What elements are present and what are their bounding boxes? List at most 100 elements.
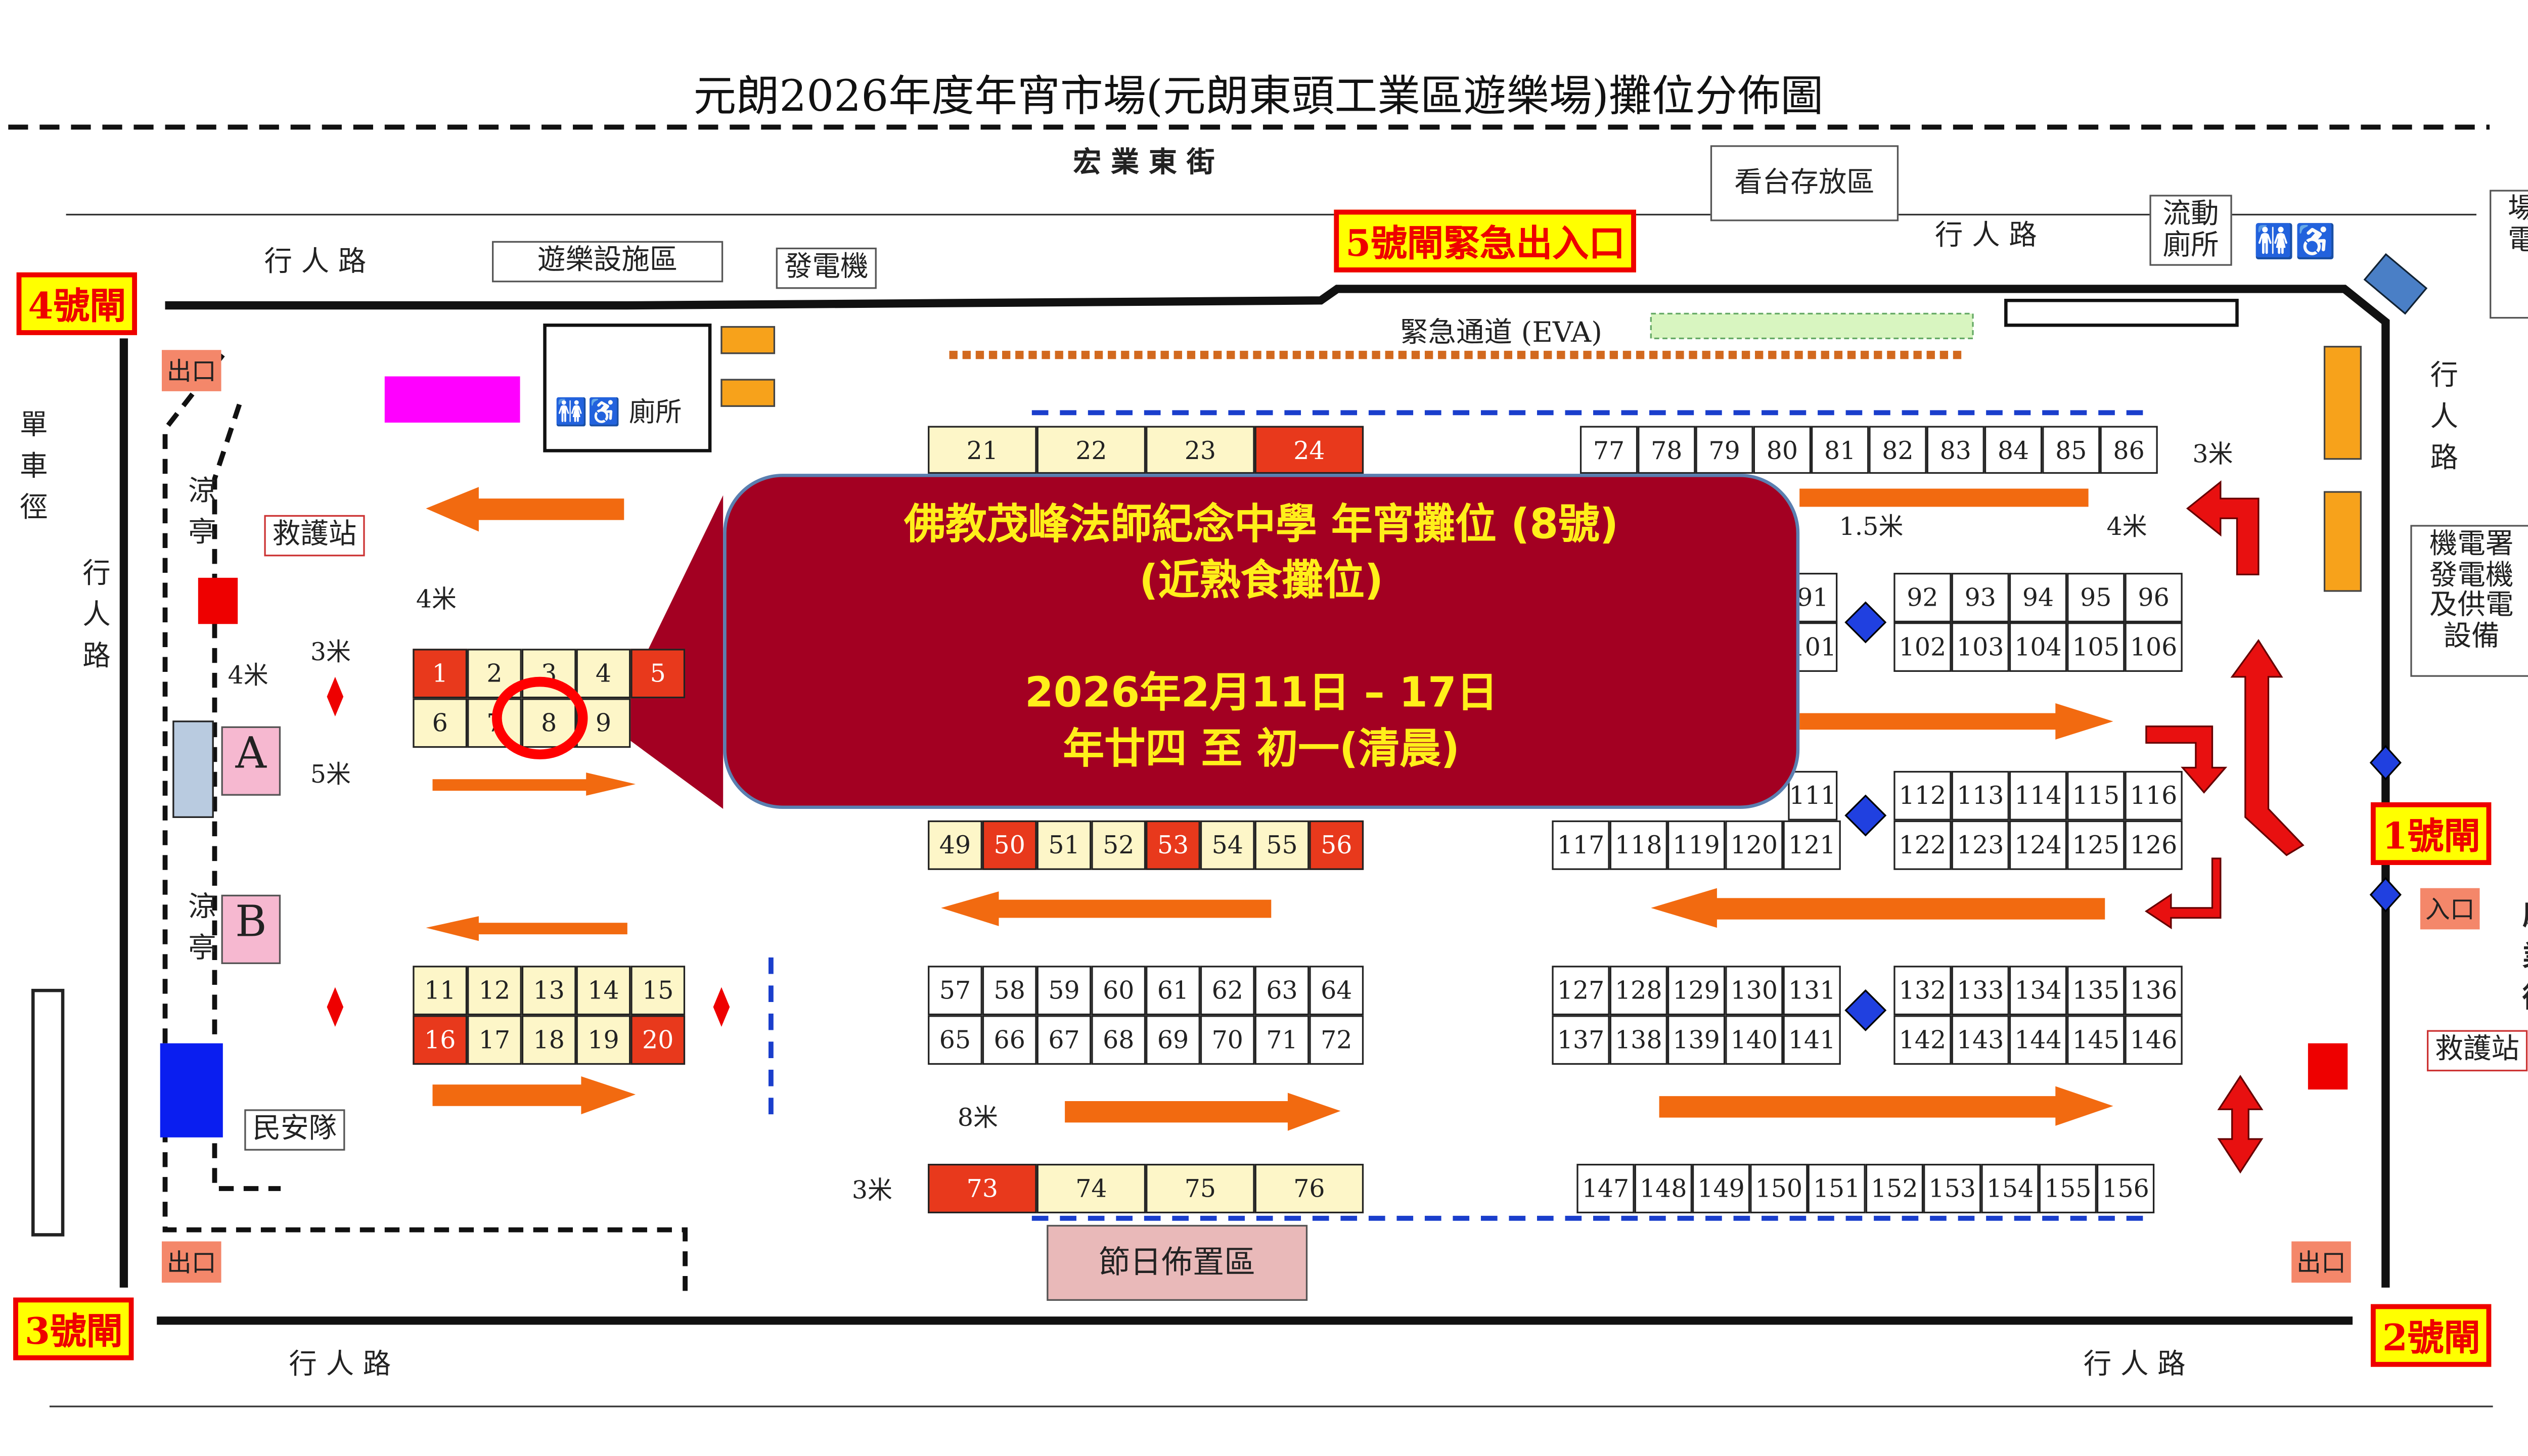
dim-4m-a: 4米 — [416, 584, 457, 614]
stall-16: 16 — [413, 1015, 468, 1065]
exit-bottom-right: 出口 — [2291, 1241, 2351, 1283]
stall-72: 72 — [1309, 1015, 1364, 1065]
stall-152: 152 — [1865, 1164, 1924, 1213]
stall-62: 62 — [1200, 966, 1255, 1016]
dim-8m: 8米 — [957, 1103, 999, 1132]
stall-126: 126 — [2125, 820, 2183, 870]
mobile-toilet-icon: 🚻♿ — [2253, 221, 2336, 261]
stall-135: 135 — [2067, 966, 2125, 1016]
stall-80: 80 — [1753, 426, 1812, 474]
stall-73: 73 — [928, 1164, 1037, 1213]
first-aid-label: 救護站 — [264, 515, 365, 556]
stall-84: 84 — [1984, 426, 2043, 474]
dim-3m-c: 3米 — [851, 1175, 893, 1205]
stall-120: 120 — [1725, 820, 1783, 870]
pedestrian-top-right: 行 人 路 — [1934, 219, 2037, 253]
pedestrian-left: 行人路 — [76, 558, 109, 682]
pavilion-b: B — [221, 894, 281, 964]
stall-70: 70 — [1200, 1015, 1255, 1065]
toilet-text: 廁所 — [628, 396, 682, 428]
pedestrian-right: 行人路 — [2423, 359, 2457, 484]
stall-13: 13 — [521, 966, 576, 1016]
stall-124: 124 — [2009, 820, 2067, 870]
cycle-track: 單車徑 — [13, 409, 47, 533]
map-title: 元朗2026年度年宵市場(元朗東頭工業區遊樂場)攤位分佈圖 — [693, 72, 1824, 122]
stall-4: 4 — [576, 649, 631, 699]
stall-75: 75 — [1146, 1164, 1255, 1213]
stall-56: 56 — [1309, 820, 1364, 870]
stall-83: 83 — [1926, 426, 1984, 474]
stall-106: 106 — [2125, 622, 2183, 672]
stall-145: 145 — [2067, 1015, 2125, 1065]
amusement-area — [384, 376, 520, 423]
stall-113: 113 — [1951, 770, 2009, 821]
stall-60: 60 — [1091, 966, 1146, 1016]
stall-131: 131 — [1783, 966, 1841, 1016]
dim-4m-b: 4米 — [228, 660, 268, 690]
grandstand-label: 看台存放區 — [1710, 145, 1899, 221]
stall-154: 154 — [1981, 1164, 2039, 1213]
stall-82: 82 — [1869, 426, 1927, 474]
stall-119: 119 — [1667, 820, 1726, 870]
exit-top-left: 出口 — [161, 350, 221, 391]
stall-50: 50 — [982, 820, 1037, 870]
stall-95: 95 — [2067, 573, 2125, 623]
pedestrian-bottom-left: 行 人 路 — [289, 1348, 391, 1382]
stall-139: 139 — [1667, 1015, 1726, 1065]
direction-arrows — [2144, 480, 2305, 1174]
stall-79: 79 — [1695, 426, 1753, 474]
stall-111: 111 — [1788, 770, 1838, 821]
dim-3m-b: 3米 — [2192, 439, 2233, 469]
stall-59: 59 — [1036, 966, 1092, 1016]
traffic-arrows — [426, 487, 2113, 1131]
civil-aid-label: 民安隊 — [244, 1109, 345, 1150]
stall-137: 137 — [1552, 1015, 1610, 1065]
stall-134: 134 — [2009, 966, 2067, 1016]
stall-146: 146 — [2125, 1015, 2183, 1065]
stall-69: 69 — [1146, 1015, 1200, 1065]
stall-22: 22 — [1036, 426, 1146, 474]
stall-76: 76 — [1254, 1164, 1364, 1213]
callout-note: (近熟食攤位) — [1139, 556, 1384, 605]
stall-21: 21 — [928, 426, 1037, 474]
pedestrian-top-left: 行 人 路 — [264, 246, 367, 279]
pedestrian-bottom-right: 行 人 路 — [2083, 1348, 2186, 1382]
stall-24: 24 — [1254, 426, 1364, 474]
stall-64: 64 — [1309, 966, 1364, 1016]
stall-20: 20 — [630, 1015, 686, 1065]
gate-4: 4號閘 — [16, 272, 138, 335]
stall-122: 122 — [1893, 820, 1952, 870]
stall-149: 149 — [1692, 1164, 1750, 1213]
emsd-label: 機電署發電機及供電設備 — [2410, 525, 2528, 677]
stall-155: 155 — [2039, 1164, 2097, 1213]
stall-148: 148 — [1634, 1164, 1692, 1213]
stall-96: 96 — [2125, 573, 2183, 623]
pavilion-label-2: 涼亭 — [182, 891, 215, 974]
street-right: 康業街 — [2516, 899, 2528, 1024]
stall-104: 104 — [2009, 622, 2067, 672]
generator-label: 發電機 — [776, 247, 877, 289]
stall-116: 116 — [2125, 770, 2183, 821]
gate-1: 1號閘 — [2370, 802, 2492, 866]
stall-143: 143 — [1951, 1015, 2009, 1065]
stall-61: 61 — [1146, 966, 1200, 1016]
toilet-label: 🚻♿ 廁所 — [555, 390, 682, 429]
stall-71: 71 — [1254, 1015, 1310, 1065]
stall-115: 115 — [2067, 770, 2125, 821]
stall-150: 150 — [1750, 1164, 1808, 1213]
stall-49: 49 — [928, 820, 982, 870]
stall-57: 57 — [928, 966, 982, 1016]
exit-bottom-left: 出口 — [161, 1241, 221, 1283]
pavilion-label-1: 涼亭 — [182, 475, 215, 558]
stall-67: 67 — [1036, 1015, 1092, 1065]
stall-6: 6 — [413, 698, 468, 748]
gate-5-emergency: 5號閘緊急出入口 — [1334, 209, 1637, 272]
stall-58: 58 — [982, 966, 1037, 1016]
toilet-icon: 🚻♿ — [555, 396, 621, 428]
callout-lunar: 年廿四 至 初一(清晨) — [1063, 724, 1460, 773]
stall-105: 105 — [2067, 622, 2125, 672]
stall-15: 15 — [630, 966, 686, 1016]
amusement-label: 遊樂設施區 — [492, 241, 724, 282]
stall-136: 136 — [2125, 966, 2183, 1016]
